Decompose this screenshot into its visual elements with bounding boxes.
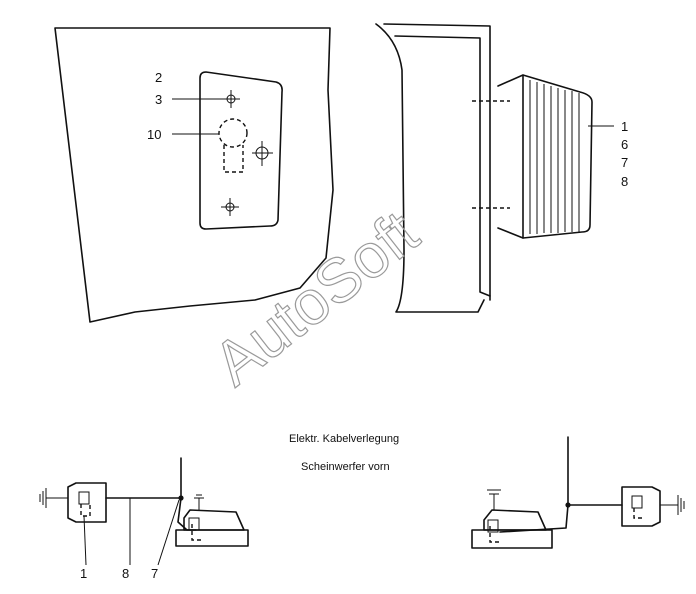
headlamp-lens-ribs	[529, 80, 580, 234]
callout-1-upper: 1	[621, 119, 628, 134]
callout-3: 3	[155, 92, 162, 107]
bulb-housing-right	[471, 489, 553, 549]
ground-symbol-right	[660, 495, 685, 515]
callout-7-upper: 7	[621, 155, 628, 170]
wiring-schematic-left	[39, 457, 249, 566]
headlamp-connector-right	[621, 486, 661, 527]
adjuster-screw-bottom	[221, 198, 239, 216]
wiring-schematic-right	[471, 436, 685, 549]
wiring-callout-8: 8	[122, 566, 129, 581]
callout-2: 2	[155, 70, 162, 85]
headlamp-connector-left	[67, 482, 107, 523]
callout-10: 10	[147, 127, 161, 142]
body-panel-left	[54, 27, 334, 323]
ground-symbol-left	[39, 488, 68, 508]
leader-w1	[83, 515, 87, 566]
wiring-callout-1: 1	[80, 566, 87, 581]
callout-6: 6	[621, 137, 628, 152]
keyhole-opening-dashed	[218, 118, 248, 173]
leader-w7	[157, 499, 180, 566]
bulb-housing-left	[175, 494, 249, 547]
access-plate	[199, 71, 283, 230]
headlamp-housing	[472, 74, 593, 239]
adjuster-screw-right	[252, 141, 273, 166]
caption-title: Elektr. Kabelverlegung	[289, 433, 399, 445]
cable-branch-right	[499, 504, 569, 533]
caption-subtitle: Scheinwerfer vorn	[301, 461, 390, 473]
callout-8-upper: 8	[621, 174, 628, 189]
wiring-callout-7: 7	[151, 566, 158, 581]
